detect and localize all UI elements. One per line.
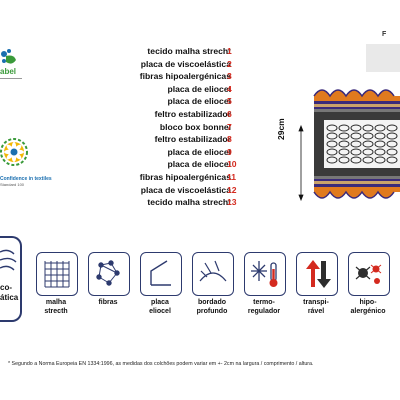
footnote: * Segundo a Norma Europeia EN 1334:1996,… <box>8 361 314 367</box>
layer-name: fibras hipoalergénicas <box>139 71 231 82</box>
top-right-image <box>366 44 400 72</box>
thermometer-snowflake-icon <box>244 252 286 296</box>
layer-name: bloco box bonnel <box>159 121 231 132</box>
layer-number: 5 <box>227 96 232 107</box>
oeko-tex-logo <box>0 136 38 184</box>
deep-embroidery-icon <box>192 252 234 296</box>
layer-name: placa de eliocel <box>167 96 231 107</box>
layer-name: feltro estabilizador <box>154 109 231 119</box>
anti-allergen-icon <box>348 252 390 296</box>
layer-number: 1 <box>227 46 232 56</box>
feature-label-placa: placa eliocel <box>149 299 171 315</box>
layer-number: 6 <box>227 109 232 119</box>
layer-name: placa de eliocel <box>167 146 231 157</box>
feature-label-bordado: bordado profundo <box>196 299 228 315</box>
layer-name: placa de viscoelástica <box>140 184 231 195</box>
layer-name: feltro estabilizador <box>154 134 231 145</box>
height-dimension-label: 29cm <box>276 118 286 140</box>
layer-number: 7 <box>227 121 232 132</box>
layer-name: tecido malha strecht <box>147 197 231 208</box>
layer-name: placa de eliocel <box>167 159 231 170</box>
layer-number: 8 <box>227 134 232 145</box>
layer-name: placa de eliocel <box>167 83 231 94</box>
feature-label-malha: malha strecth <box>44 299 68 315</box>
mattress-cross-section-diagram <box>292 82 400 210</box>
top-right-label: F <box>382 31 387 38</box>
big-feature-label: co- ática <box>0 283 18 303</box>
layer-name: fibras hipoalergénicas <box>139 172 231 182</box>
ecolabel-logo: abel <box>0 42 22 90</box>
ecolabel-text: abel <box>0 67 16 76</box>
feature-label-termo: termo- regulador <box>247 299 281 315</box>
feature-label-transpi: transpi- rável <box>303 299 329 315</box>
feature-label-fibras: fibras <box>98 299 118 306</box>
oeko-tex-standard: Standard 100 <box>0 182 25 187</box>
layer-number: 12 <box>227 184 237 195</box>
layer-name: tecido malha strecht <box>147 46 231 56</box>
height-arrow-icon <box>298 124 304 202</box>
big-feature-line1: co- <box>0 283 12 292</box>
hand-icon <box>0 249 17 271</box>
layer-number: 13 <box>227 197 237 208</box>
stretch-mesh-icon <box>36 252 78 296</box>
eliocel-plate-icon <box>140 252 182 296</box>
layer-number: 11 <box>227 172 237 182</box>
layer-number: 2 <box>227 58 232 69</box>
layer-name: placa de viscoelástica <box>140 58 231 69</box>
fibers-icon <box>88 252 130 296</box>
layer-number: 3 <box>227 71 232 82</box>
layer-number: 9 <box>227 146 232 157</box>
big-feature-line2: ática <box>0 293 19 302</box>
hand-icon-box <box>0 236 22 322</box>
breathable-arrows-icon <box>296 252 338 296</box>
layer-number: 10 <box>227 159 237 170</box>
feature-label-hipo: hipo- alergénico <box>350 299 386 315</box>
oeko-tex-tagline: Confidence in textiles <box>0 176 52 182</box>
layer-number: 4 <box>227 83 232 94</box>
